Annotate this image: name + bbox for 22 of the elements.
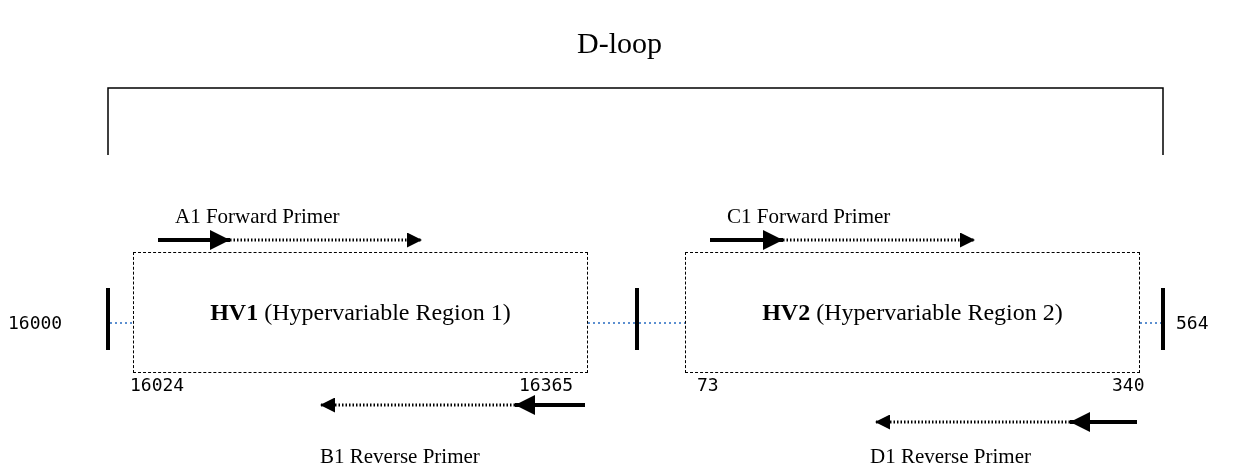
title: D-loop xyxy=(577,26,662,59)
position-number: 16024 xyxy=(130,376,185,394)
region-label: HV2 (Hypervariable Region 2) xyxy=(762,299,1063,326)
position-number: 73 xyxy=(697,376,719,394)
sequence-line xyxy=(587,322,636,324)
primer-label: A1 Forward Primer xyxy=(175,206,340,227)
position-number: 564 xyxy=(1176,314,1209,332)
primer-label: D1 Reverse Primer xyxy=(870,446,1031,467)
primer-label: B1 Reverse Primer xyxy=(320,446,480,467)
boundary-bar xyxy=(1161,288,1165,350)
region-label: HV1 (Hypervariable Region 1) xyxy=(210,299,511,326)
region-box xyxy=(133,252,588,373)
position-number: 16365 xyxy=(519,376,574,394)
region-box xyxy=(685,252,1140,373)
boundary-bar xyxy=(635,288,639,350)
primer-label: C1 Forward Primer xyxy=(727,206,891,227)
sequence-line xyxy=(1139,322,1162,324)
sequence-line xyxy=(638,322,686,324)
sequence-line xyxy=(109,322,134,324)
position-number: 340 xyxy=(1112,376,1145,394)
boundary-bar xyxy=(106,288,110,350)
position-number: 16000 xyxy=(8,314,63,332)
